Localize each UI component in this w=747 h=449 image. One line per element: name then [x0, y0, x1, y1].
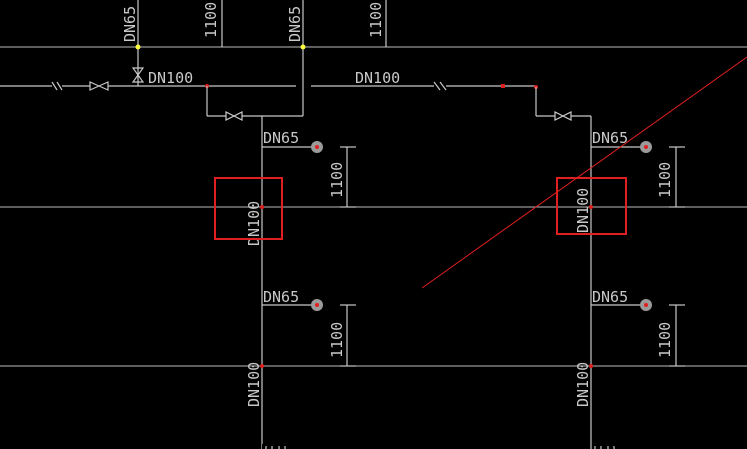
left-riser-details: DN65 1100 DN100 DN65 1100 DN100 [245, 129, 356, 407]
label-dim-right-2: 1100 [656, 322, 674, 358]
right-riser-details: DN65 1100 DN100 DN65 1100 DN100 [574, 129, 685, 407]
highlight-box-right[interactable] [556, 177, 627, 235]
label-dim-left-1: 1100 [328, 162, 346, 198]
gate-valve-branch-left-icon [225, 111, 243, 121]
label-dn100-right-2: DN100 [574, 362, 592, 407]
gate-valve-branch-right-icon [554, 111, 572, 121]
branch-left [206, 86, 303, 449]
label-top-1100-right: 1100 [367, 2, 385, 38]
main-horizontal-pipe: DN100 DN100 [0, 67, 538, 91]
pipe-break-left [51, 81, 63, 91]
label-main-dn100-right: DN100 [355, 69, 400, 87]
label-dn65-right-1: DN65 [592, 129, 628, 147]
red-diagonal-line [421, 56, 747, 289]
label-dn100-left-2: DN100 [245, 362, 263, 407]
label-dn100-left-1: DN100 [245, 201, 263, 246]
gate-valve-vertical-icon [131, 67, 145, 83]
node-center [300, 44, 306, 50]
label-top-dn65-left: DN65 [121, 6, 139, 42]
gate-valve-left-icon [89, 81, 109, 91]
highlight-box-left[interactable] [214, 177, 283, 240]
top-risers: DN65 DN65 1100 1100 [121, 0, 387, 116]
label-dn65-left-1: DN65 [263, 129, 299, 147]
label-main-dn100-left: DN100 [148, 69, 193, 87]
label-dn100-right-1: DN100 [574, 188, 592, 233]
branch-right [535, 87, 592, 449]
label-dn65-right-2: DN65 [592, 288, 628, 306]
label-top-dn65-center: DN65 [286, 6, 304, 42]
node-left [135, 44, 141, 50]
label-dim-right-1: 1100 [656, 162, 674, 198]
label-dim-left-2: 1100 [328, 322, 346, 358]
grid-lines [0, 46, 747, 367]
label-dn65-left-2: DN65 [263, 288, 299, 306]
label-top-1100-left: 1100 [202, 2, 220, 38]
bottom-cutoff-labels [262, 444, 615, 449]
pipe-break-right [433, 81, 447, 91]
